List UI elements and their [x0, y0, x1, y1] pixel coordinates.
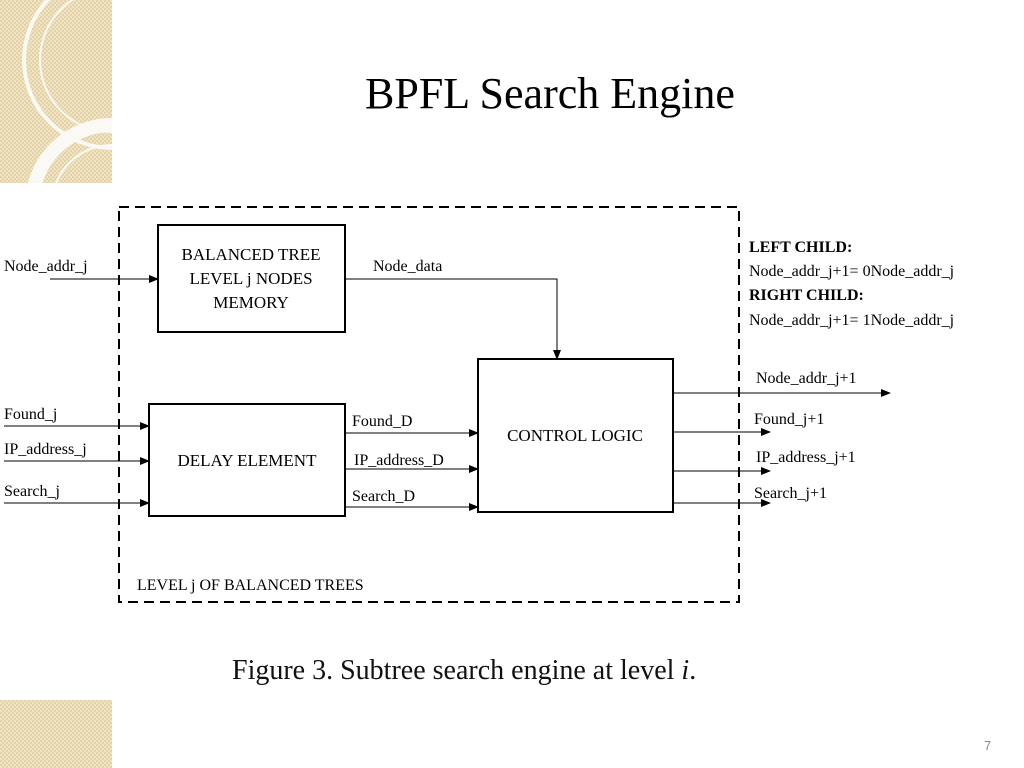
figure-caption-suffix: .: [689, 655, 697, 686]
found-output-label: Found_j+1: [754, 411, 824, 428]
right-child-title: RIGHT CHILD:: [749, 287, 864, 304]
memory-block-label-line1: BALANCED TREE: [182, 245, 321, 264]
left-child-formula: Node_addr_j+1= 0Node_addr_j: [749, 263, 954, 280]
ip-address-input-label: IP_address_j: [4, 441, 87, 458]
slide-title: BPFL Search Engine: [365, 69, 735, 118]
left-child-title: LEFT CHILD:: [749, 239, 852, 256]
search-input-label: Search_j: [4, 483, 60, 500]
search-d-label: Search_D: [352, 488, 415, 505]
bottom-decoration-panel: [0, 700, 112, 768]
node-data-arrow: [345, 278, 561, 360]
level-boundary: [118, 206, 740, 603]
control-block: [477, 358, 674, 513]
memory-block-label-line3: MEMORY: [213, 293, 289, 312]
ip-address-output-label: IP_address_j+1: [756, 449, 856, 466]
slide-number: 7: [984, 738, 992, 753]
node-addr-input-label: Node_addr_j: [4, 258, 88, 275]
memory-block-label-line2: LEVEL j NODES: [189, 269, 312, 288]
figure-caption-variable: i: [681, 655, 690, 686]
control-block-label: CONTROL LOGIC: [507, 426, 643, 445]
delay-block-label: DELAY ELEMENT: [178, 451, 318, 470]
search-output-label: Search_j+1: [754, 485, 827, 502]
figure-caption-text: Figure 3. Subtree search engine at level: [232, 655, 682, 686]
node-data-label: Node_data: [373, 258, 442, 275]
slide-decoration: [0, 0, 112, 768]
found-d-label: Found_D: [352, 413, 412, 430]
node-addr-output-label: Node_addr_j+1: [756, 370, 857, 387]
ip-address-d-label: IP_address_D: [354, 452, 444, 469]
figure-caption: Figure 3. Subtree search engine at level…: [232, 655, 696, 687]
top-decoration-panel: [0, 0, 112, 183]
found-input-label: Found_j: [4, 406, 57, 423]
boundary-label: LEVEL j OF BALANCED TREES: [137, 577, 364, 594]
right-child-formula: Node_addr_j+1= 1Node_addr_j: [749, 312, 954, 329]
